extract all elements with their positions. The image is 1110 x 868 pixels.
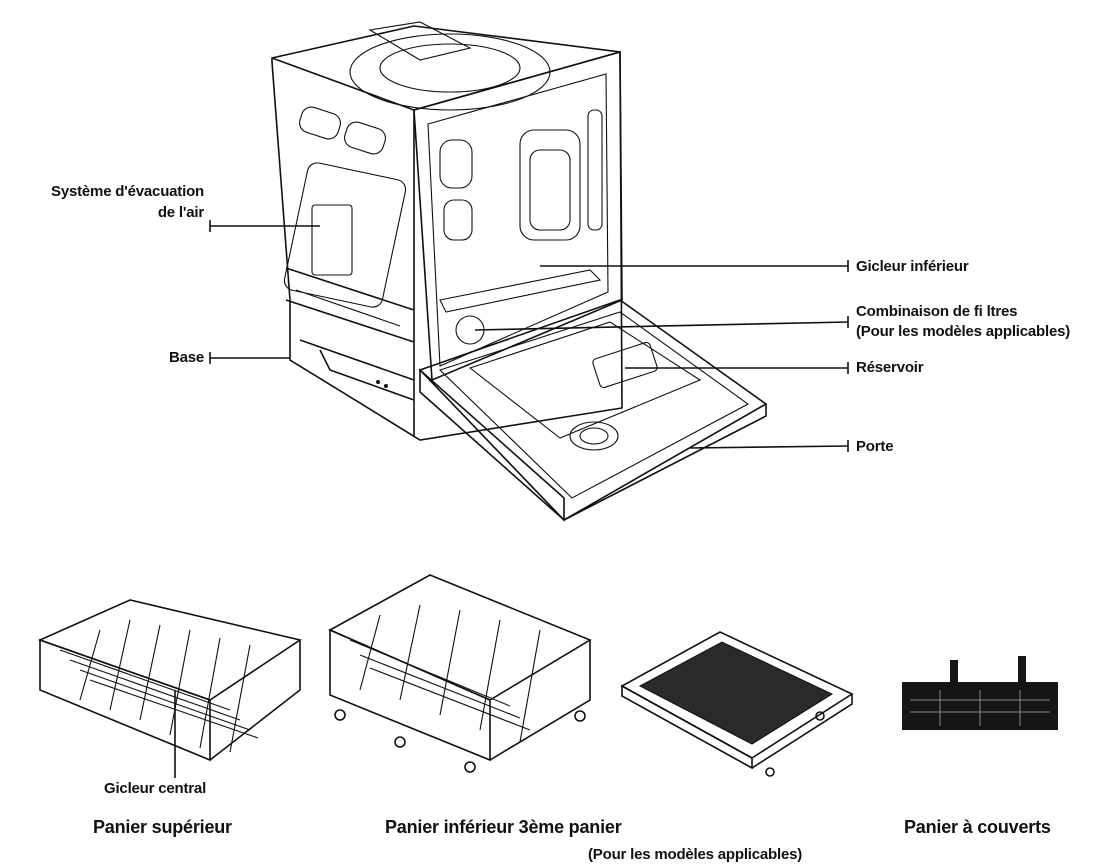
lower-rack-drawing [328,574,592,773]
caption-cutlery-basket: Panier à couverts [904,817,1051,837]
label-filter: Combinaison de fi ltres (Pour les modèle… [856,303,1070,340]
label-air-exhaust: Système d'évacuation de l'air [0,183,204,221]
label-tank: Réservoir [856,359,924,376]
dishwasher-cabinet [271,21,623,441]
third-rack-drawing [620,631,854,777]
caption-lower-rack-note: (Pour les modèles applicables) [588,846,803,863]
upper-rack-drawing [37,599,302,778]
label-filter-line2: (Pour les modèles applicables) [856,323,1071,340]
label-air-exhaust-line2: de l'air [157,204,204,221]
label-base: Base [168,349,204,366]
label-air-exhaust-line1: Système d'évacuation [51,183,204,200]
caption-upper-rack: Panier supérieur [93,817,232,837]
callout-leaders [209,220,849,452]
label-filter-line1: Combinaison de fi ltres [856,303,1018,320]
caption-lower-rack: Panier inférieur 3ème panier [385,817,622,837]
dishwasher-interior [413,50,623,382]
cutlery-basket-drawing [902,656,1058,730]
label-center-spray-arm: Gicleur central [104,780,207,797]
label-lower-spray-arm: Gicleur inférieur [856,258,969,275]
dishwasher-door [418,299,768,522]
label-door: Porte [856,438,894,455]
